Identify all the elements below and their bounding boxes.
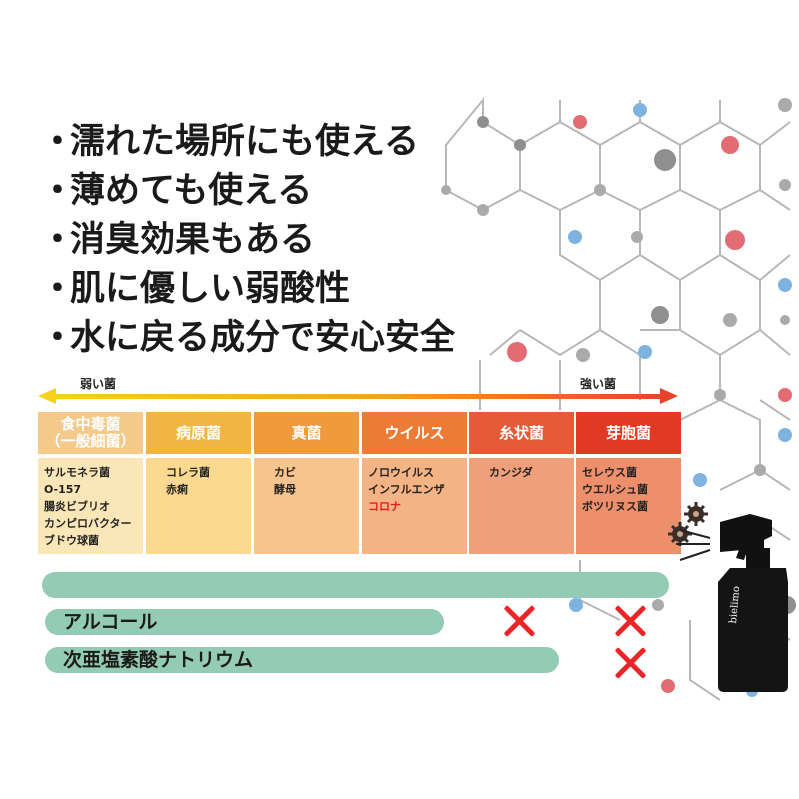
- category-body: セレウス菌 ウエルシュ菌 ボツリヌス菌: [576, 458, 681, 554]
- product-bar-alcohol: アルコール: [45, 609, 444, 635]
- germ-name: カビ: [274, 466, 296, 479]
- product-bar-sodium-hypochlorite: 次亜塩素酸ナトリウム: [45, 647, 559, 673]
- gear-icon: [668, 502, 708, 546]
- germ-name-highlight: コロナ: [368, 500, 401, 513]
- category-fungus: 真菌 カビ 酵母: [254, 412, 359, 554]
- germ-name: カンピロバクター: [44, 517, 132, 530]
- germ-name: ブドウ球菌: [44, 534, 99, 547]
- weak-germ-label: 弱い菌: [80, 377, 117, 391]
- germ-name: カンジダ: [489, 466, 533, 479]
- category-header: 真菌: [254, 412, 359, 454]
- strength-arrow: [38, 388, 678, 404]
- category-virus: ウイルス ノロウイルス インフルエンザ コロナ: [362, 412, 467, 554]
- feature-item: ・水に戻る成分で安心安全: [40, 318, 456, 358]
- category-header: 食中毒菌 （一般細菌）: [38, 412, 143, 454]
- category-header: 芽胞菌: [576, 412, 681, 454]
- germ-name: O-157: [44, 483, 82, 496]
- category-body: サルモネラ菌 O-157 腸炎ビブリオ カンピロバクター ブドウ球菌: [38, 458, 143, 554]
- spray-bottle-icon: [676, 514, 788, 692]
- feature-item: ・薄めても使える: [40, 171, 313, 211]
- category-body: カンジダ: [469, 458, 574, 554]
- germ-name: 酵母: [274, 483, 296, 496]
- germ-name: 腸炎ビブリオ: [44, 500, 110, 513]
- germ-name: セレウス菌: [582, 466, 637, 479]
- feature-item: ・濡れた場所にも使える: [40, 122, 419, 162]
- germ-name: サルモネラ菌: [44, 466, 110, 479]
- germ-name: インフルエンザ: [368, 483, 445, 496]
- category-header: 病原菌: [146, 412, 251, 454]
- category-food-poisoning: 食中毒菌 （一般細菌） サルモネラ菌 O-157 腸炎ビブリオ カンピロバクター…: [38, 412, 143, 554]
- product-label: 次亜塩素酸ナトリウム: [63, 649, 254, 671]
- germ-name: ボツリヌス菌: [582, 500, 648, 513]
- germ-name: コレラ菌: [166, 466, 210, 479]
- strong-germ-label: 強い菌: [580, 377, 617, 391]
- product-bar-bielimo: [42, 572, 669, 598]
- category-header: ウイルス: [362, 412, 467, 454]
- category-body: ノロウイルス インフルエンザ コロナ: [362, 458, 467, 554]
- category-spore-forming: 芽胞菌 セレウス菌 ウエルシュ菌 ボツリヌス菌: [576, 412, 681, 554]
- feature-item: ・肌に優しい弱酸性: [40, 269, 351, 309]
- category-body: コレラ菌 赤痢: [146, 458, 251, 554]
- x-mark-icon: [614, 647, 646, 679]
- category-body: カビ 酵母: [254, 458, 359, 554]
- x-mark-icon: [614, 605, 646, 637]
- germ-name: 赤痢: [166, 483, 188, 496]
- category-header: 糸状菌: [469, 412, 574, 454]
- feature-item: ・消臭効果もある: [40, 220, 316, 260]
- feature-list: ・濡れた場所にも使える ・薄めても使える ・消臭効果もある ・肌に優しい弱酸性 …: [40, 118, 455, 363]
- germ-name: ウエルシュ菌: [582, 483, 648, 496]
- germ-name: ノロウイルス: [368, 466, 434, 479]
- x-mark-icon: [503, 605, 535, 637]
- category-filamentous: 糸状菌 カンジダ: [469, 412, 574, 554]
- product-label: アルコール: [63, 611, 158, 633]
- category-pathogen: 病原菌 コレラ菌 赤痢: [146, 412, 251, 554]
